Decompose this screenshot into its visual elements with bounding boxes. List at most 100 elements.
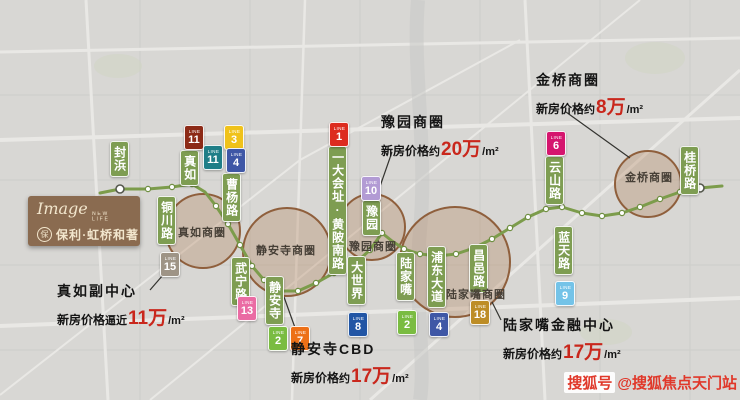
annotation-price-prefix: 新房价格	[57, 313, 106, 327]
line-badge-word: LINE	[272, 330, 284, 336]
watermark: 搜狐号 @搜狐焦点天门站	[564, 372, 737, 393]
annotation-price-suffix: /m²	[168, 315, 185, 327]
line-badge-number: 18	[473, 309, 487, 321]
line-badge-word: LINE	[188, 129, 200, 135]
station-dot	[578, 209, 586, 217]
watermark-platform: 搜狐号	[564, 372, 616, 393]
annotation-price-prefix: 新房价格	[291, 371, 340, 385]
line-badge-number: 11	[207, 154, 219, 166]
brand-emblem-icon: 保	[37, 227, 52, 242]
line-badge-word: LINE	[550, 135, 562, 141]
annotation-price-value: 20万	[441, 139, 482, 160]
line-badge-number: 2	[403, 319, 411, 331]
station-label: 陆家嘴	[396, 252, 415, 301]
station-dot	[656, 195, 664, 203]
annotation-price-value: 17万	[563, 342, 604, 363]
park-patches	[94, 42, 685, 345]
line-badge-number: 11	[188, 134, 200, 146]
station-dot	[236, 241, 244, 249]
line-badge-word: LINE	[352, 316, 364, 322]
line-badge-number: 8	[354, 321, 362, 333]
annotation-price-approx: 约	[551, 349, 563, 361]
annotation-title: 陆家嘴金融中心	[503, 317, 615, 333]
annotation-price-approx: 约	[339, 373, 351, 385]
annotation-price-value: 17万	[351, 366, 392, 387]
annotation-price-suffix: /m²	[604, 349, 621, 361]
station-dot	[212, 202, 220, 210]
annotation-price-value: 11万	[128, 308, 168, 329]
river	[409, 0, 430, 400]
brand-logo-top: Image NEW LIFE	[37, 199, 131, 223]
line-badge-number: 2	[274, 335, 282, 347]
annotation-price: 新房价格约17万/m²	[503, 337, 621, 364]
line-badge-word: LINE	[230, 152, 242, 158]
line-badge-number: 4	[435, 321, 443, 333]
line-badge-word: LINE	[207, 149, 219, 155]
line-badge-word: LINE	[365, 180, 377, 186]
station-label: 静安寺	[265, 276, 284, 325]
price-annotation: 陆家嘴金融中心新房价格约17万/m²	[503, 315, 621, 364]
district-label: 豫园商圈	[349, 241, 397, 253]
station-label: 铜川路	[157, 196, 176, 245]
district-label: 陆家嘴商圈	[446, 289, 506, 301]
annotation-price: 新房价格约20万/m²	[381, 134, 499, 161]
station-label: 蓝天路	[554, 226, 573, 275]
annotation-title: 豫园商圈	[381, 114, 445, 130]
line-badge-number: 10	[364, 185, 378, 197]
annotation-price: 新房价格约17万/m²	[291, 361, 409, 388]
district-label: 真如商圈	[178, 227, 226, 239]
line-badge-number: 13	[240, 305, 254, 317]
station-dot	[524, 213, 532, 221]
callout-line	[565, 111, 631, 159]
brand-script: Image	[37, 199, 88, 218]
station-label: 昌邑路	[469, 244, 488, 293]
line-badge-number: 1	[335, 131, 343, 143]
station-label: 封浜	[110, 141, 129, 177]
line-badge-word: LINE	[474, 304, 486, 310]
annotation-title: 静安寺CBD	[291, 341, 376, 357]
station-dot	[618, 209, 626, 217]
district-label: 静安寺商圈	[256, 245, 316, 257]
station-label: 曹杨路	[222, 173, 241, 222]
price-annotation: 真如副中心新房价格逼近11万/m²	[57, 281, 185, 330]
station-label: 武宁路	[231, 257, 250, 306]
brand-subtitle: NEW LIFE	[91, 211, 110, 222]
annotation-price-prefix: 新房价格	[536, 102, 585, 116]
line-badge-word: LINE	[164, 256, 176, 262]
line-badge-number: 15	[163, 261, 177, 273]
station-dot	[294, 287, 302, 295]
annotation-price: 新房价格逼近11万/m²	[57, 303, 185, 330]
terminal-dot	[115, 184, 125, 194]
station-dot	[416, 250, 424, 258]
watermark-account: @搜狐焦点天门站	[617, 375, 737, 392]
station-dot	[366, 246, 374, 254]
station-dot	[542, 205, 550, 213]
station-dot	[506, 224, 514, 232]
annotation-price-suffix: /m²	[482, 146, 499, 158]
annotation-price-value: 8万	[596, 97, 626, 118]
callout-line	[491, 301, 502, 321]
price-annotation: 静安寺CBD 新房价格约17万/m²	[291, 339, 409, 388]
brand-logo-bottom: 保 保利·虹桥和著	[37, 226, 138, 243]
line-badge-word: LINE	[228, 129, 240, 135]
station-dot	[452, 250, 460, 258]
line-badge-number: 9	[561, 290, 569, 302]
station-dot	[168, 183, 176, 191]
